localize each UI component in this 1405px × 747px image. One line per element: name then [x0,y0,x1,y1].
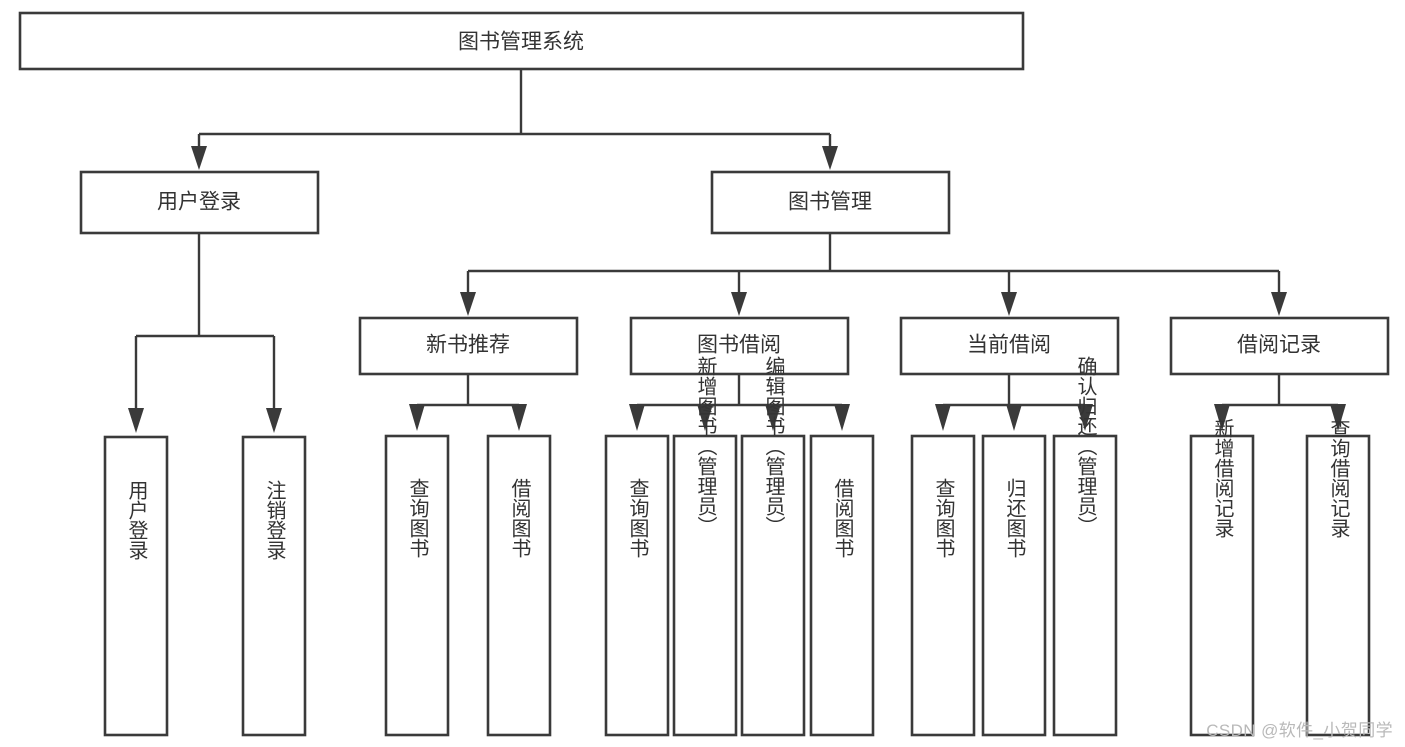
node-user-login-label: 用户登录 [157,191,241,214]
node-leaf-edit-book-label: 编辑图书（管理员） [762,356,785,536]
arrowhead-to-borrow-record [1271,292,1287,316]
arrowhead-book-borrow-leaf-4 [834,404,850,431]
arrowhead-borrow-record-leaf-1 [1214,404,1230,431]
node-book-manage-box [710,170,951,235]
node-new-book-recommend-box [358,316,579,376]
node-leaf-add-book-label: 新增图书（管理员） [694,356,717,536]
node-current-borrow[interactable]: 当前借阅 [899,316,1120,376]
node-leaf-return-book-label: 归还图书 [1003,478,1026,558]
node-leaf-logout-login[interactable]: 注销登录 [241,435,307,737]
node-leaf-borrow-book-1-box [486,434,552,737]
node-book-borrow[interactable]: 图书借阅 [629,316,850,376]
node-leaf-edit-book-box [740,434,806,737]
arrowhead-book-borrow-leaf-1 [629,404,645,431]
node-leaf-user-login[interactable]: 用户登录 [103,435,169,737]
arrowhead-book-borrow-leaf-2 [697,404,713,431]
arrowhead-current-borrow-leaf-2 [1006,404,1022,431]
node-leaf-logout-login-label: 注销登录 [263,480,286,560]
node-leaf-query-book-3[interactable]: 查询图书 [910,434,976,737]
node-borrow-record[interactable]: 借阅记录 [1169,316,1390,376]
node-leaf-add-record-label: 新增借阅记录 [1211,418,1234,538]
arrowhead-to-book-borrow [731,292,747,316]
arrowhead-current-borrow-leaf-1 [935,404,951,431]
node-book-manage-label: 图书管理 [788,191,872,214]
node-leaf-confirm-return-label: 确认归还（管理员） [1074,356,1097,536]
node-current-borrow-box [899,316,1120,376]
node-root-system-label: 图书管理系统 [458,31,584,54]
node-borrow-record-label: 借阅记录 [1237,334,1321,357]
node-leaf-confirm-return-box [1052,434,1118,737]
node-leaf-return-book-box [981,434,1047,737]
node-leaf-borrow-book-2-box [809,434,875,737]
node-leaf-query-book-1-box [384,434,450,737]
arrowhead-new-book-leaf-1 [409,404,425,431]
node-new-book-recommend-label: 新书推荐 [426,334,510,357]
node-leaf-confirm-return[interactable]: 确认归还（管理员） [1052,356,1118,737]
node-leaf-return-book[interactable]: 归还图书 [981,434,1047,737]
node-book-borrow-box [629,316,850,376]
arrowhead-to-current-borrow [1001,292,1017,316]
node-leaf-query-record-box [1305,434,1371,737]
node-leaf-query-book-3-box [910,434,976,737]
node-leaf-borrow-book-1[interactable]: 借阅图书 [486,434,552,737]
arrowhead-book-borrow-leaf-3 [765,404,781,431]
node-root-system[interactable]: 图书管理系统 [18,11,1025,71]
arrowhead-current-borrow-leaf-3 [1077,404,1093,431]
arrowhead-root-to-book-manage [822,146,838,170]
arrowhead-root-to-user-login [191,146,207,170]
arrowhead-to-new-book-recommend [460,292,476,316]
node-leaf-logout-login-box [241,435,307,737]
node-leaf-query-book-2-label: 查询图书 [626,478,649,558]
node-leaf-borrow-book-2-label: 借阅图书 [831,478,854,558]
node-new-book-recommend[interactable]: 新书推荐 [358,316,579,376]
node-leaf-borrow-book-2[interactable]: 借阅图书 [809,434,875,737]
arrowhead-user-login-leaf-2 [266,408,282,433]
node-user-login[interactable]: 用户登录 [79,170,320,235]
node-borrow-record-box [1169,316,1390,376]
connector-layer [128,69,1346,433]
node-leaf-add-record[interactable]: 新增借阅记录 [1189,418,1255,737]
node-leaf-query-book-1-label: 查询图书 [406,478,429,558]
node-leaf-edit-book[interactable]: 编辑图书（管理员） [740,356,806,737]
node-leaf-user-login-label: 用户登录 [125,480,148,560]
node-leaf-borrow-book-1-label: 借阅图书 [508,478,531,558]
node-leaf-query-record[interactable]: 查询借阅记录 [1305,418,1371,737]
node-leaf-query-book-2-box [604,434,670,737]
node-leaf-add-record-box [1189,434,1255,737]
node-book-manage[interactable]: 图书管理 [710,170,951,235]
node-leaf-query-book-3-label: 查询图书 [932,478,955,558]
node-root-system-box [18,11,1025,71]
node-book-borrow-label: 图书借阅 [697,334,781,357]
node-leaf-add-book-box [672,434,738,737]
node-leaf-query-book-2[interactable]: 查询图书 [604,434,670,737]
node-leaf-query-book-1[interactable]: 查询图书 [384,434,450,737]
node-leaf-user-login-box [103,435,169,737]
arrowhead-user-login-leaf-1 [128,408,144,433]
arrowhead-new-book-leaf-2 [511,404,527,431]
node-leaf-query-record-label: 查询借阅记录 [1327,418,1350,538]
node-leaf-add-book[interactable]: 新增图书（管理员） [672,356,738,737]
node-user-login-box [79,170,320,235]
node-current-borrow-label: 当前借阅 [967,334,1051,357]
arrowhead-borrow-record-leaf-2 [1330,404,1346,431]
